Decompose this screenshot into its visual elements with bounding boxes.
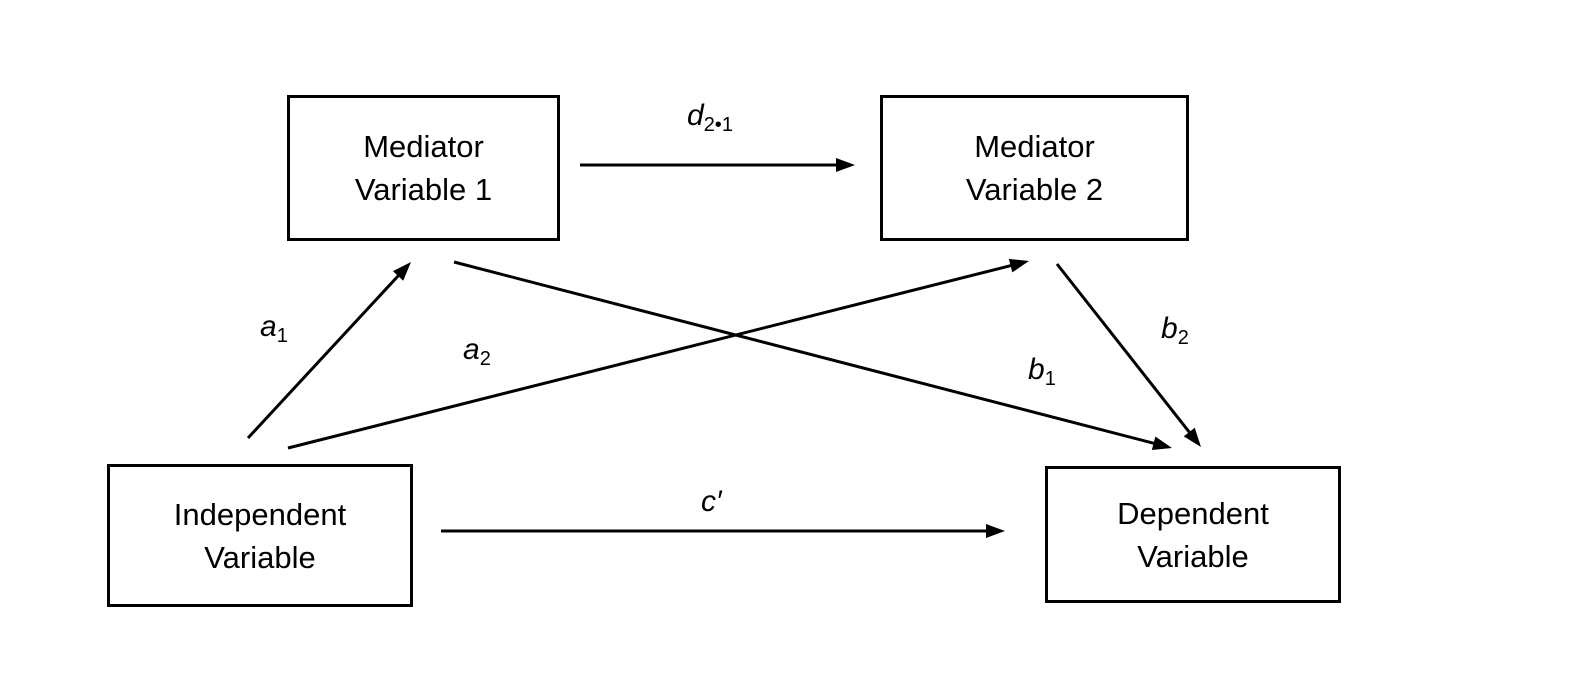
path-a1-symbol: a xyxy=(260,310,277,343)
edge-a2-line xyxy=(287,263,1013,450)
edge-d21-arrow xyxy=(580,158,855,172)
path-b2-symbol: b xyxy=(1161,312,1178,345)
path-label-a1: a1 xyxy=(260,310,288,347)
path-a2-symbol: a xyxy=(463,333,480,366)
dependent-label-line-1: Dependent xyxy=(1117,495,1269,531)
mediator-2-label-line-2: Variable 2 xyxy=(965,172,1104,207)
edge-b1-line xyxy=(453,260,1156,446)
edge-a1-arrowhead xyxy=(392,262,411,281)
path-label-c-prime: c′ xyxy=(701,487,722,517)
path-a1-subscript: 1 xyxy=(276,325,288,347)
edge-b2-arrow xyxy=(1055,263,1201,447)
dependent-variable-box: Dependent Variable xyxy=(1045,466,1341,603)
edge-b1-arrowhead xyxy=(1151,436,1172,451)
path-label-a2: a2 xyxy=(463,333,491,370)
independent-label-line-2: Variable xyxy=(204,539,316,575)
path-c-prime-symbol: c′ xyxy=(701,485,722,518)
edge-c-prime-arrowhead xyxy=(986,524,1005,538)
edge-b2-line xyxy=(1055,263,1192,435)
mediator-1-label-line-2: Variable 1 xyxy=(354,172,493,207)
edge-b1-arrow xyxy=(453,260,1172,451)
path-a2-subscript: 2 xyxy=(479,348,491,370)
edge-c-prime-arrow xyxy=(441,524,1005,538)
edge-a1-line xyxy=(246,273,401,440)
mediator-variable-2-box: Mediator Variable 2 xyxy=(880,95,1189,241)
edge-b2-arrowhead xyxy=(1183,427,1201,447)
edge-a2-arrowhead xyxy=(1008,258,1029,273)
mediator-2-label-line-1: Mediator xyxy=(974,129,1095,164)
path-label-d21: d2•1 xyxy=(687,99,733,136)
path-label-b1: b1 xyxy=(1028,353,1056,390)
path-b1-symbol: b xyxy=(1028,353,1045,386)
mediator-variable-1-box: Mediator Variable 1 xyxy=(287,95,560,241)
path-b2-subscript: 2 xyxy=(1177,327,1189,349)
edge-a1-arrow xyxy=(246,262,411,440)
dependent-label-line-2: Variable xyxy=(1137,538,1249,574)
independent-variable-box: Independent Variable xyxy=(107,464,413,607)
path-label-b2: b2 xyxy=(1161,312,1189,349)
path-d21-symbol: d xyxy=(687,99,704,132)
independent-label-line-1: Independent xyxy=(173,496,347,532)
edge-d21-arrowhead xyxy=(836,158,855,172)
path-d21-subscript: 2•1 xyxy=(703,114,733,136)
mediator-1-label-line-1: Mediator xyxy=(363,129,484,164)
edge-a2-arrow xyxy=(287,258,1029,450)
path-b1-subscript: 1 xyxy=(1044,368,1056,390)
